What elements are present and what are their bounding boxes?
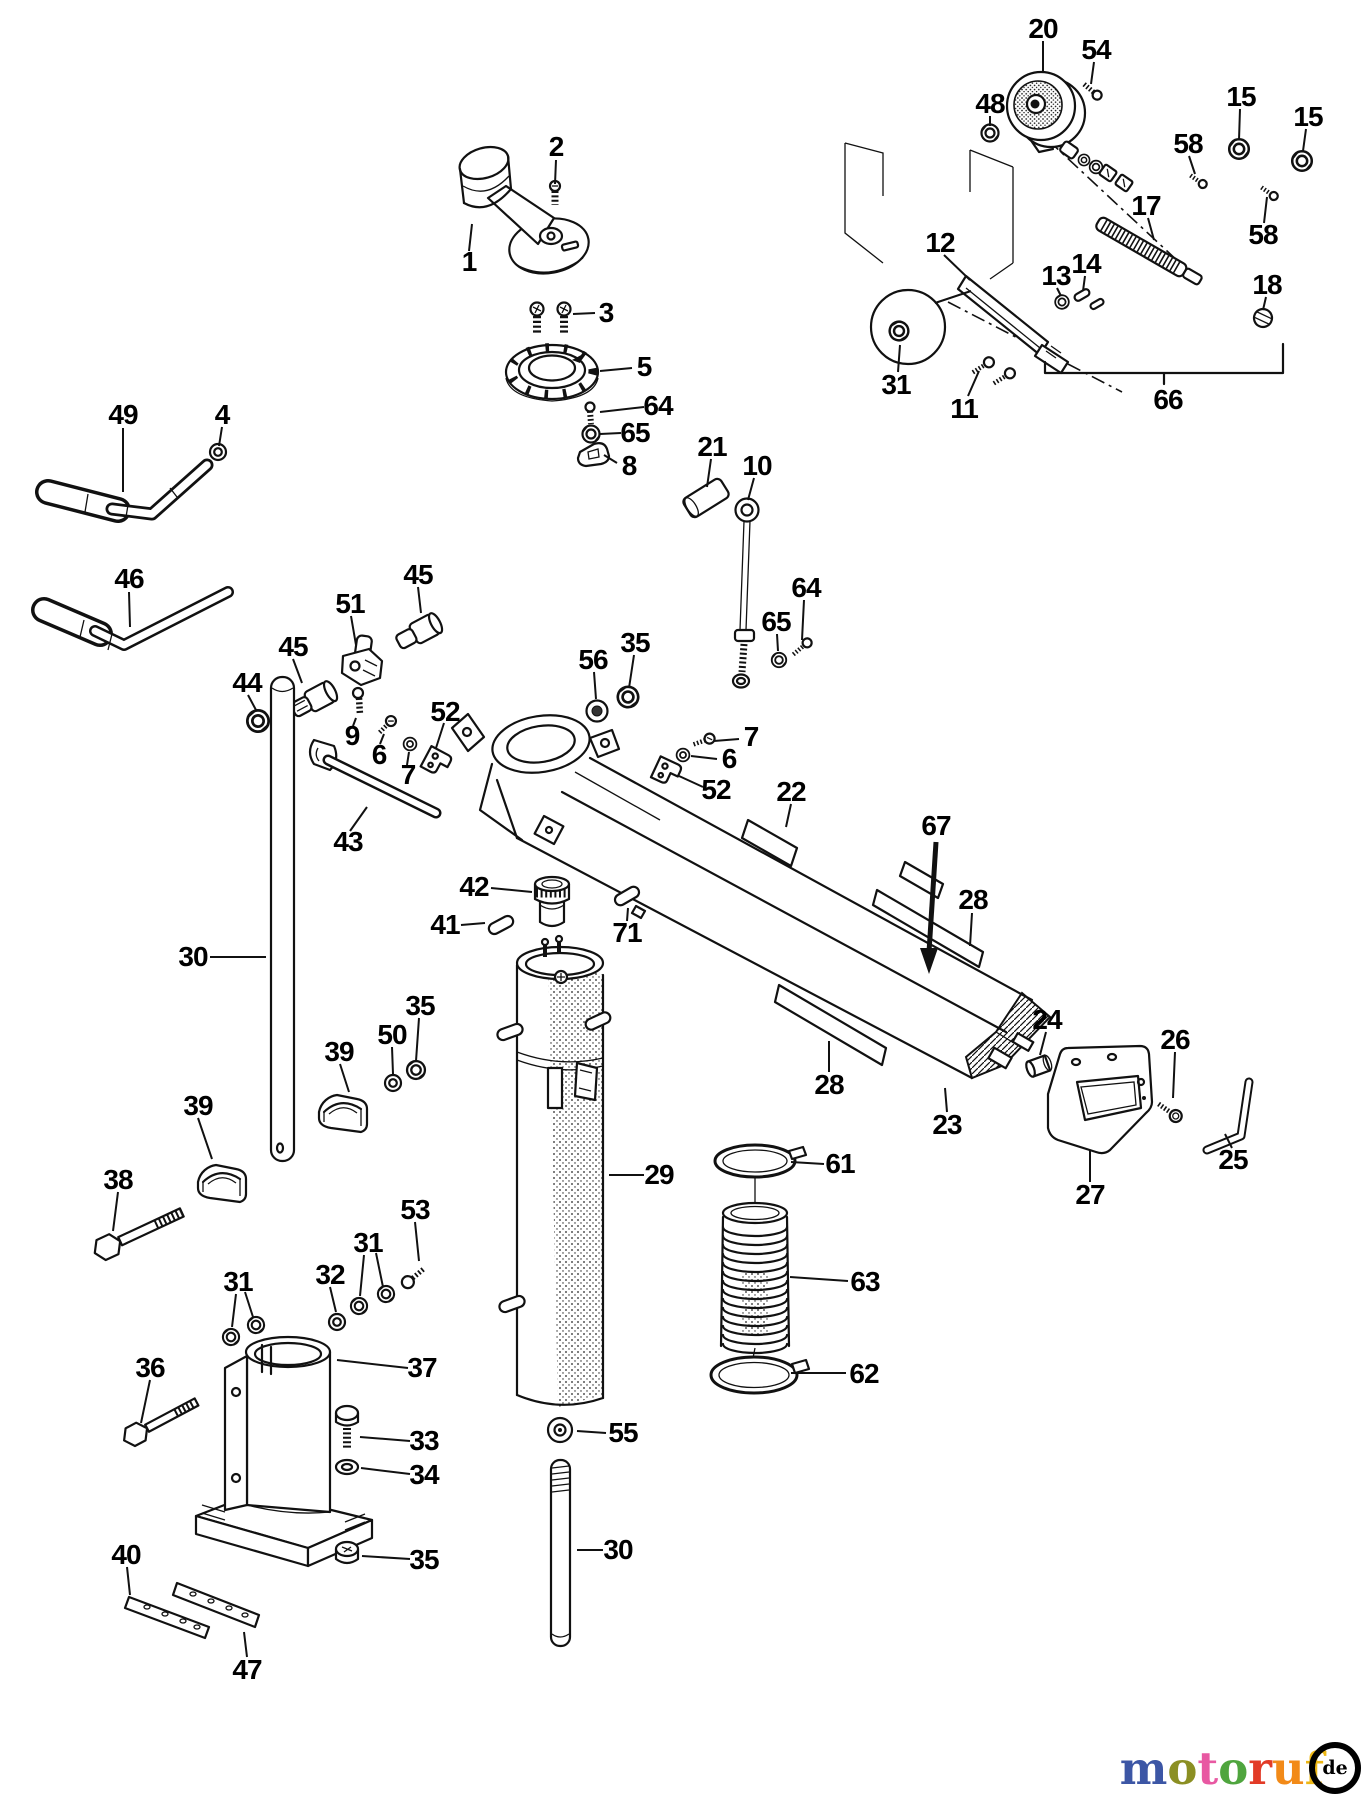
clip-52b xyxy=(649,755,684,789)
plate-47 xyxy=(171,1581,261,1629)
radial-arm xyxy=(450,712,1052,1080)
arrow-67 xyxy=(920,841,939,974)
rod-10 xyxy=(731,497,760,689)
screw-64-top xyxy=(584,401,596,425)
clamp-39b xyxy=(196,1163,248,1204)
pin-41 xyxy=(485,912,517,938)
column-29 xyxy=(494,934,614,1407)
screw-54 xyxy=(1082,82,1103,101)
pulley-20 xyxy=(1005,70,1087,154)
pin-45a xyxy=(290,680,339,718)
detail-circle-31 xyxy=(869,288,947,366)
clamp-39a xyxy=(317,1093,369,1134)
bolt-36 xyxy=(123,1397,200,1448)
sticker-28b xyxy=(773,983,888,1067)
ring-62 xyxy=(709,1355,811,1395)
nut-65-top xyxy=(581,424,601,444)
pin-71 xyxy=(611,883,643,909)
block-51 xyxy=(340,634,384,687)
plate-40 xyxy=(123,1595,211,1640)
screw-58a xyxy=(1189,173,1208,190)
nut-15a xyxy=(1227,137,1251,161)
rod-30-bottom xyxy=(549,1458,572,1648)
bits-13-14 xyxy=(1052,288,1105,312)
screws-3 xyxy=(529,301,572,333)
crank-handle xyxy=(458,145,590,275)
nut-48 xyxy=(980,123,1000,143)
leader-lines xyxy=(112,41,1307,1658)
cap-27 xyxy=(1046,1044,1154,1155)
washer-34 xyxy=(334,1458,360,1476)
logo-letter: u xyxy=(1271,1741,1305,1795)
plate-8 xyxy=(576,442,611,468)
bracket-66-lines xyxy=(1043,342,1285,386)
washer-50 xyxy=(383,1073,403,1093)
grommet-56 xyxy=(585,699,609,723)
knob-42 xyxy=(533,875,571,928)
bolt-38 xyxy=(93,1207,185,1262)
wrench-49 xyxy=(35,458,214,523)
logo-de-badge: de xyxy=(1309,1742,1361,1794)
screw-2 xyxy=(548,179,562,205)
logo-letter: r xyxy=(1248,1741,1272,1795)
nut-35b xyxy=(404,1058,428,1082)
screws-11 xyxy=(971,356,1017,386)
washer-55 xyxy=(546,1416,574,1444)
nut-31a2 xyxy=(245,1314,267,1336)
wrench-25 xyxy=(1202,1077,1254,1155)
washer-6b xyxy=(675,747,691,763)
bolt-33 xyxy=(334,1404,360,1450)
washer-7a xyxy=(402,736,418,752)
spring-63 xyxy=(719,1201,791,1355)
screw-9 xyxy=(351,686,365,716)
shaft-parts xyxy=(1059,140,1134,193)
logo-letter: t xyxy=(1197,1741,1219,1795)
nut-31a1 xyxy=(220,1326,242,1348)
nut-35c xyxy=(334,1540,360,1565)
screw-58b xyxy=(1260,185,1279,202)
sticker-22 xyxy=(740,818,799,868)
logo: motoruf de xyxy=(1120,1742,1361,1794)
nut-31b1 xyxy=(348,1295,370,1317)
logo-word: motoruf xyxy=(1120,1746,1324,1791)
bracket-12 xyxy=(956,274,1070,375)
base-37 xyxy=(194,1335,374,1568)
rod-30-left xyxy=(269,675,296,1163)
screw-7b xyxy=(692,732,716,747)
clip-52a xyxy=(419,745,454,779)
ring-61 xyxy=(713,1143,808,1179)
nut-18 xyxy=(1252,307,1274,329)
logo-de-text: de xyxy=(1322,1757,1348,1779)
rod-17 xyxy=(1095,216,1203,286)
screw-26 xyxy=(1157,1101,1183,1124)
clamp-dial-5 xyxy=(504,343,600,402)
nut-35-top xyxy=(614,683,642,711)
phantom-lines xyxy=(844,139,1197,393)
logo-letter: o xyxy=(1167,1741,1198,1795)
nut-65b xyxy=(770,651,788,669)
lever-43 xyxy=(308,738,442,819)
nut-15b xyxy=(1290,149,1314,173)
screw-6a xyxy=(378,714,398,734)
logo-letter: m xyxy=(1119,1741,1168,1795)
wrench-46 xyxy=(31,586,234,651)
logo-letter: o xyxy=(1218,1741,1249,1795)
pin-21 xyxy=(682,477,730,519)
washer-4 xyxy=(208,442,228,462)
cylinder-24 xyxy=(1025,1054,1053,1078)
nut-44 xyxy=(244,707,272,735)
washer-32 xyxy=(327,1312,347,1332)
pin-45b xyxy=(395,612,444,650)
screw-53 xyxy=(400,1267,425,1290)
nut-31b2 xyxy=(375,1283,397,1305)
